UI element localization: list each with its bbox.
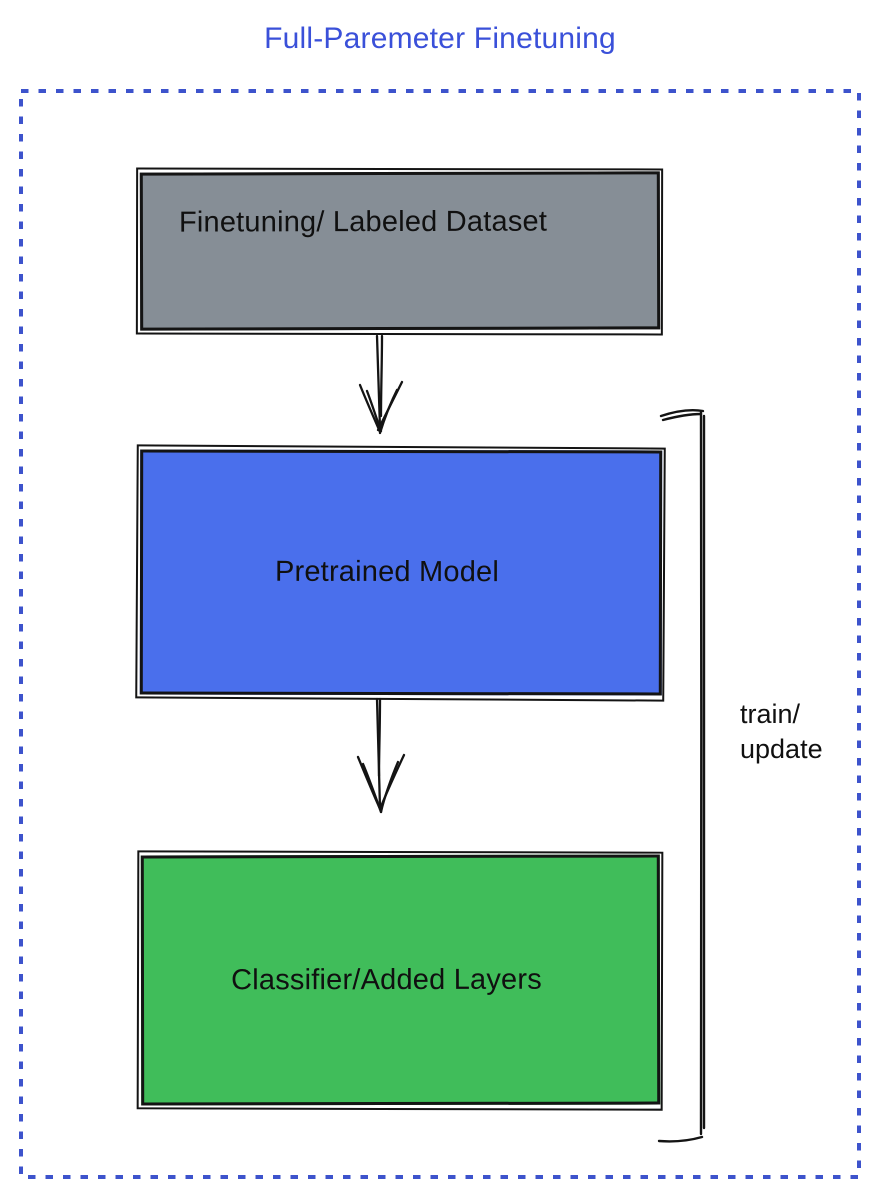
diagram-title: Full-Paremeter Finetuning xyxy=(264,22,616,55)
train-update-bracket xyxy=(657,409,706,1143)
train-update-label: train/ update xyxy=(740,699,823,764)
arrow-down-icon-2 xyxy=(356,697,406,814)
arrow-down-icon-1 xyxy=(358,334,404,435)
node-finetuning-dataset-label: Finetuning/ Labeled Dataset xyxy=(178,205,548,239)
node-classifier-added-layers: Classifier/Added Layers xyxy=(140,854,661,1106)
node-pretrained-model-label: Pretrained Model xyxy=(274,555,500,589)
node-classifier-added-layers-label: Classifier/Added Layers xyxy=(231,963,542,996)
node-pretrained-model: Pretrained Model xyxy=(139,449,663,696)
node-finetuning-dataset: Finetuning/ Labeled Dataset xyxy=(139,171,661,331)
